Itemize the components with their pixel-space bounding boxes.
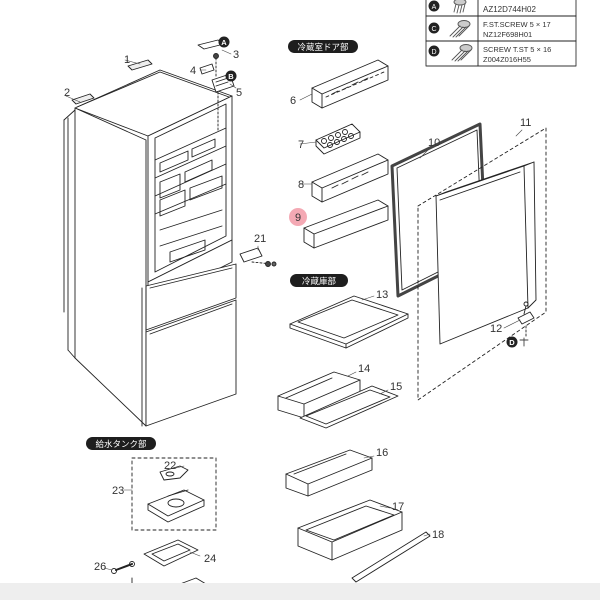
svg-text:D: D — [431, 49, 436, 56]
svg-text:A: A — [221, 38, 227, 47]
part-label-26: 26 — [94, 561, 106, 573]
svg-text:B: B — [228, 72, 234, 81]
tank-body — [147, 489, 205, 523]
screw-row-d: D SCREW T.ST 5 × 16 Z004Z016H55 — [428, 44, 551, 64]
part-label-2: 2 — [64, 87, 70, 99]
section-header-water-tank: 給水タンク部 — [86, 437, 156, 450]
svg-text:冷蔵庫部: 冷蔵庫部 — [302, 276, 337, 286]
callout-a: A — [218, 36, 230, 48]
door-pocket-6 — [311, 59, 389, 109]
svg-text:冷蔵室ドア部: 冷蔵室ドア部 — [297, 42, 349, 52]
part-label-14: 14 — [358, 363, 370, 375]
door-pocket-8 — [311, 153, 389, 203]
part-label-18: 18 — [432, 529, 444, 541]
svg-text:NZ12F698H01: NZ12F698H01 — [483, 30, 532, 39]
door-hinge-part-12 — [517, 301, 535, 337]
part-label-23: 23 — [112, 485, 124, 497]
door-pocket-9 — [303, 199, 389, 249]
part-label-4: 4 — [190, 65, 196, 77]
screw-icon — [453, 0, 467, 14]
svg-text:A: A — [432, 4, 437, 11]
svg-text:給水タンク部: 給水タンク部 — [95, 439, 147, 449]
part-label-17: 17 — [392, 501, 404, 513]
drawer-14 — [277, 371, 361, 419]
screw-icon — [451, 44, 473, 62]
svg-text:D: D — [509, 338, 515, 347]
svg-text:9: 9 — [295, 212, 301, 224]
callout-b: B — [225, 70, 237, 82]
rail-18 — [351, 531, 431, 583]
part-label-16: 16 — [376, 447, 388, 459]
part-label-22: 22 — [164, 460, 176, 472]
egg-tray-7 — [315, 123, 361, 155]
part-label-12: 12 — [490, 323, 502, 335]
section-header-fridge-door: 冷蔵室ドア部 — [288, 40, 358, 53]
fridge-cabinet — [63, 59, 237, 427]
part-label-21: 21 — [254, 233, 266, 245]
drawer-15 — [299, 385, 399, 429]
part-label-13: 13 — [376, 289, 388, 301]
bin-17 — [297, 499, 403, 561]
svg-text:C: C — [431, 26, 436, 33]
screw-icon — [449, 20, 471, 38]
hinge-pin-part-21 — [239, 247, 277, 267]
shelf-16 — [285, 449, 373, 497]
part-label-24: 24 — [204, 553, 216, 565]
door-11 — [417, 127, 547, 401]
tank-lid-22 — [159, 465, 189, 481]
bottom-bar — [0, 583, 600, 600]
screw-row-a: A AZ12D744H02 — [428, 0, 536, 14]
tube-part-26 — [111, 561, 135, 585]
part-label-5: 5 — [236, 87, 242, 99]
svg-text:SCREW T.ST 5 × 16: SCREW T.ST 5 × 16 — [483, 45, 551, 54]
highlight-part-9: 9 — [289, 208, 307, 226]
screw-legend-table: A AZ12D744H02 C F.ST.SCREW 5 × 17 NZ12F6… — [425, 0, 577, 67]
part-label-6: 6 — [290, 95, 296, 107]
water-tank-group-23 — [131, 457, 217, 531]
part-label-15: 15 — [390, 381, 402, 393]
screw-row-c: C F.ST.SCREW 5 × 17 NZ12F698H01 — [428, 20, 551, 39]
tank-filter-24 — [143, 539, 199, 567]
svg-text:F.ST.SCREW 5 × 17: F.ST.SCREW 5 × 17 — [483, 20, 551, 29]
part-label-1: 1 — [124, 54, 130, 66]
leader-lines — [65, 49, 523, 571]
part-label-7: 7 — [298, 139, 304, 151]
part-number-labels: 1 2 3 4 5 6 7 8 10 11 12 13 14 15 16 17 … — [64, 49, 531, 573]
part-label-10: 10 — [428, 137, 440, 149]
shelf-13 — [289, 295, 409, 349]
svg-text:Z004Z016H55: Z004Z016H55 — [483, 55, 531, 64]
section-header-fridge-interior: 冷蔵庫部 — [290, 274, 348, 287]
part-label-11: 11 — [520, 117, 531, 129]
svg-text:AZ12D744H02: AZ12D744H02 — [483, 5, 536, 14]
part-label-8: 8 — [298, 179, 304, 191]
part-label-3: 3 — [233, 49, 239, 61]
callout-d: D — [506, 336, 529, 348]
